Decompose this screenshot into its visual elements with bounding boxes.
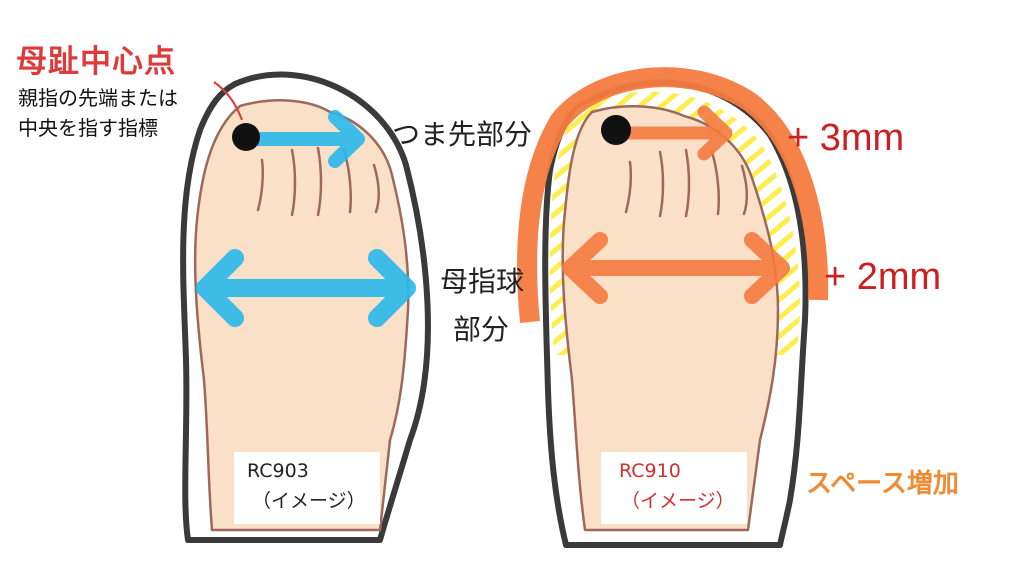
model-label-box-right bbox=[601, 452, 747, 524]
center-point-marker-left bbox=[232, 123, 260, 151]
width-increase-label: + 2mm bbox=[824, 256, 942, 298]
ball-area-label-2: 部分 bbox=[453, 313, 510, 346]
center-point-description-2: 中央を指す指標 bbox=[18, 116, 158, 140]
ball-width-arrow-right bbox=[562, 232, 790, 304]
model-note-left: （イメージ） bbox=[252, 490, 366, 512]
foot-left bbox=[193, 99, 410, 532]
ball-width-arrow-left bbox=[196, 249, 416, 327]
center-point-description: 親指の先端または bbox=[18, 86, 178, 110]
center-point-marker-right bbox=[601, 115, 631, 145]
model-note-right: （イメージ） bbox=[621, 490, 735, 512]
toe-lines-right bbox=[624, 148, 748, 218]
model-code-left: RC903 bbox=[247, 460, 309, 482]
toe-arrow-right bbox=[619, 105, 733, 161]
toe-area-label: つま先部分 bbox=[392, 118, 533, 151]
ball-area-label: 母指球 bbox=[440, 265, 525, 298]
extended-length-band bbox=[517, 67, 829, 323]
pointer-line bbox=[213, 81, 243, 121]
space-increase-label: スペース増加 bbox=[806, 469, 959, 499]
model-label-box-left bbox=[234, 452, 380, 524]
center-point-title: 母趾中心点 bbox=[16, 44, 176, 80]
toe-arrow-left bbox=[251, 110, 365, 168]
length-increase-label: + 3mm bbox=[787, 117, 905, 159]
model-code-right: RC910 bbox=[619, 460, 681, 482]
